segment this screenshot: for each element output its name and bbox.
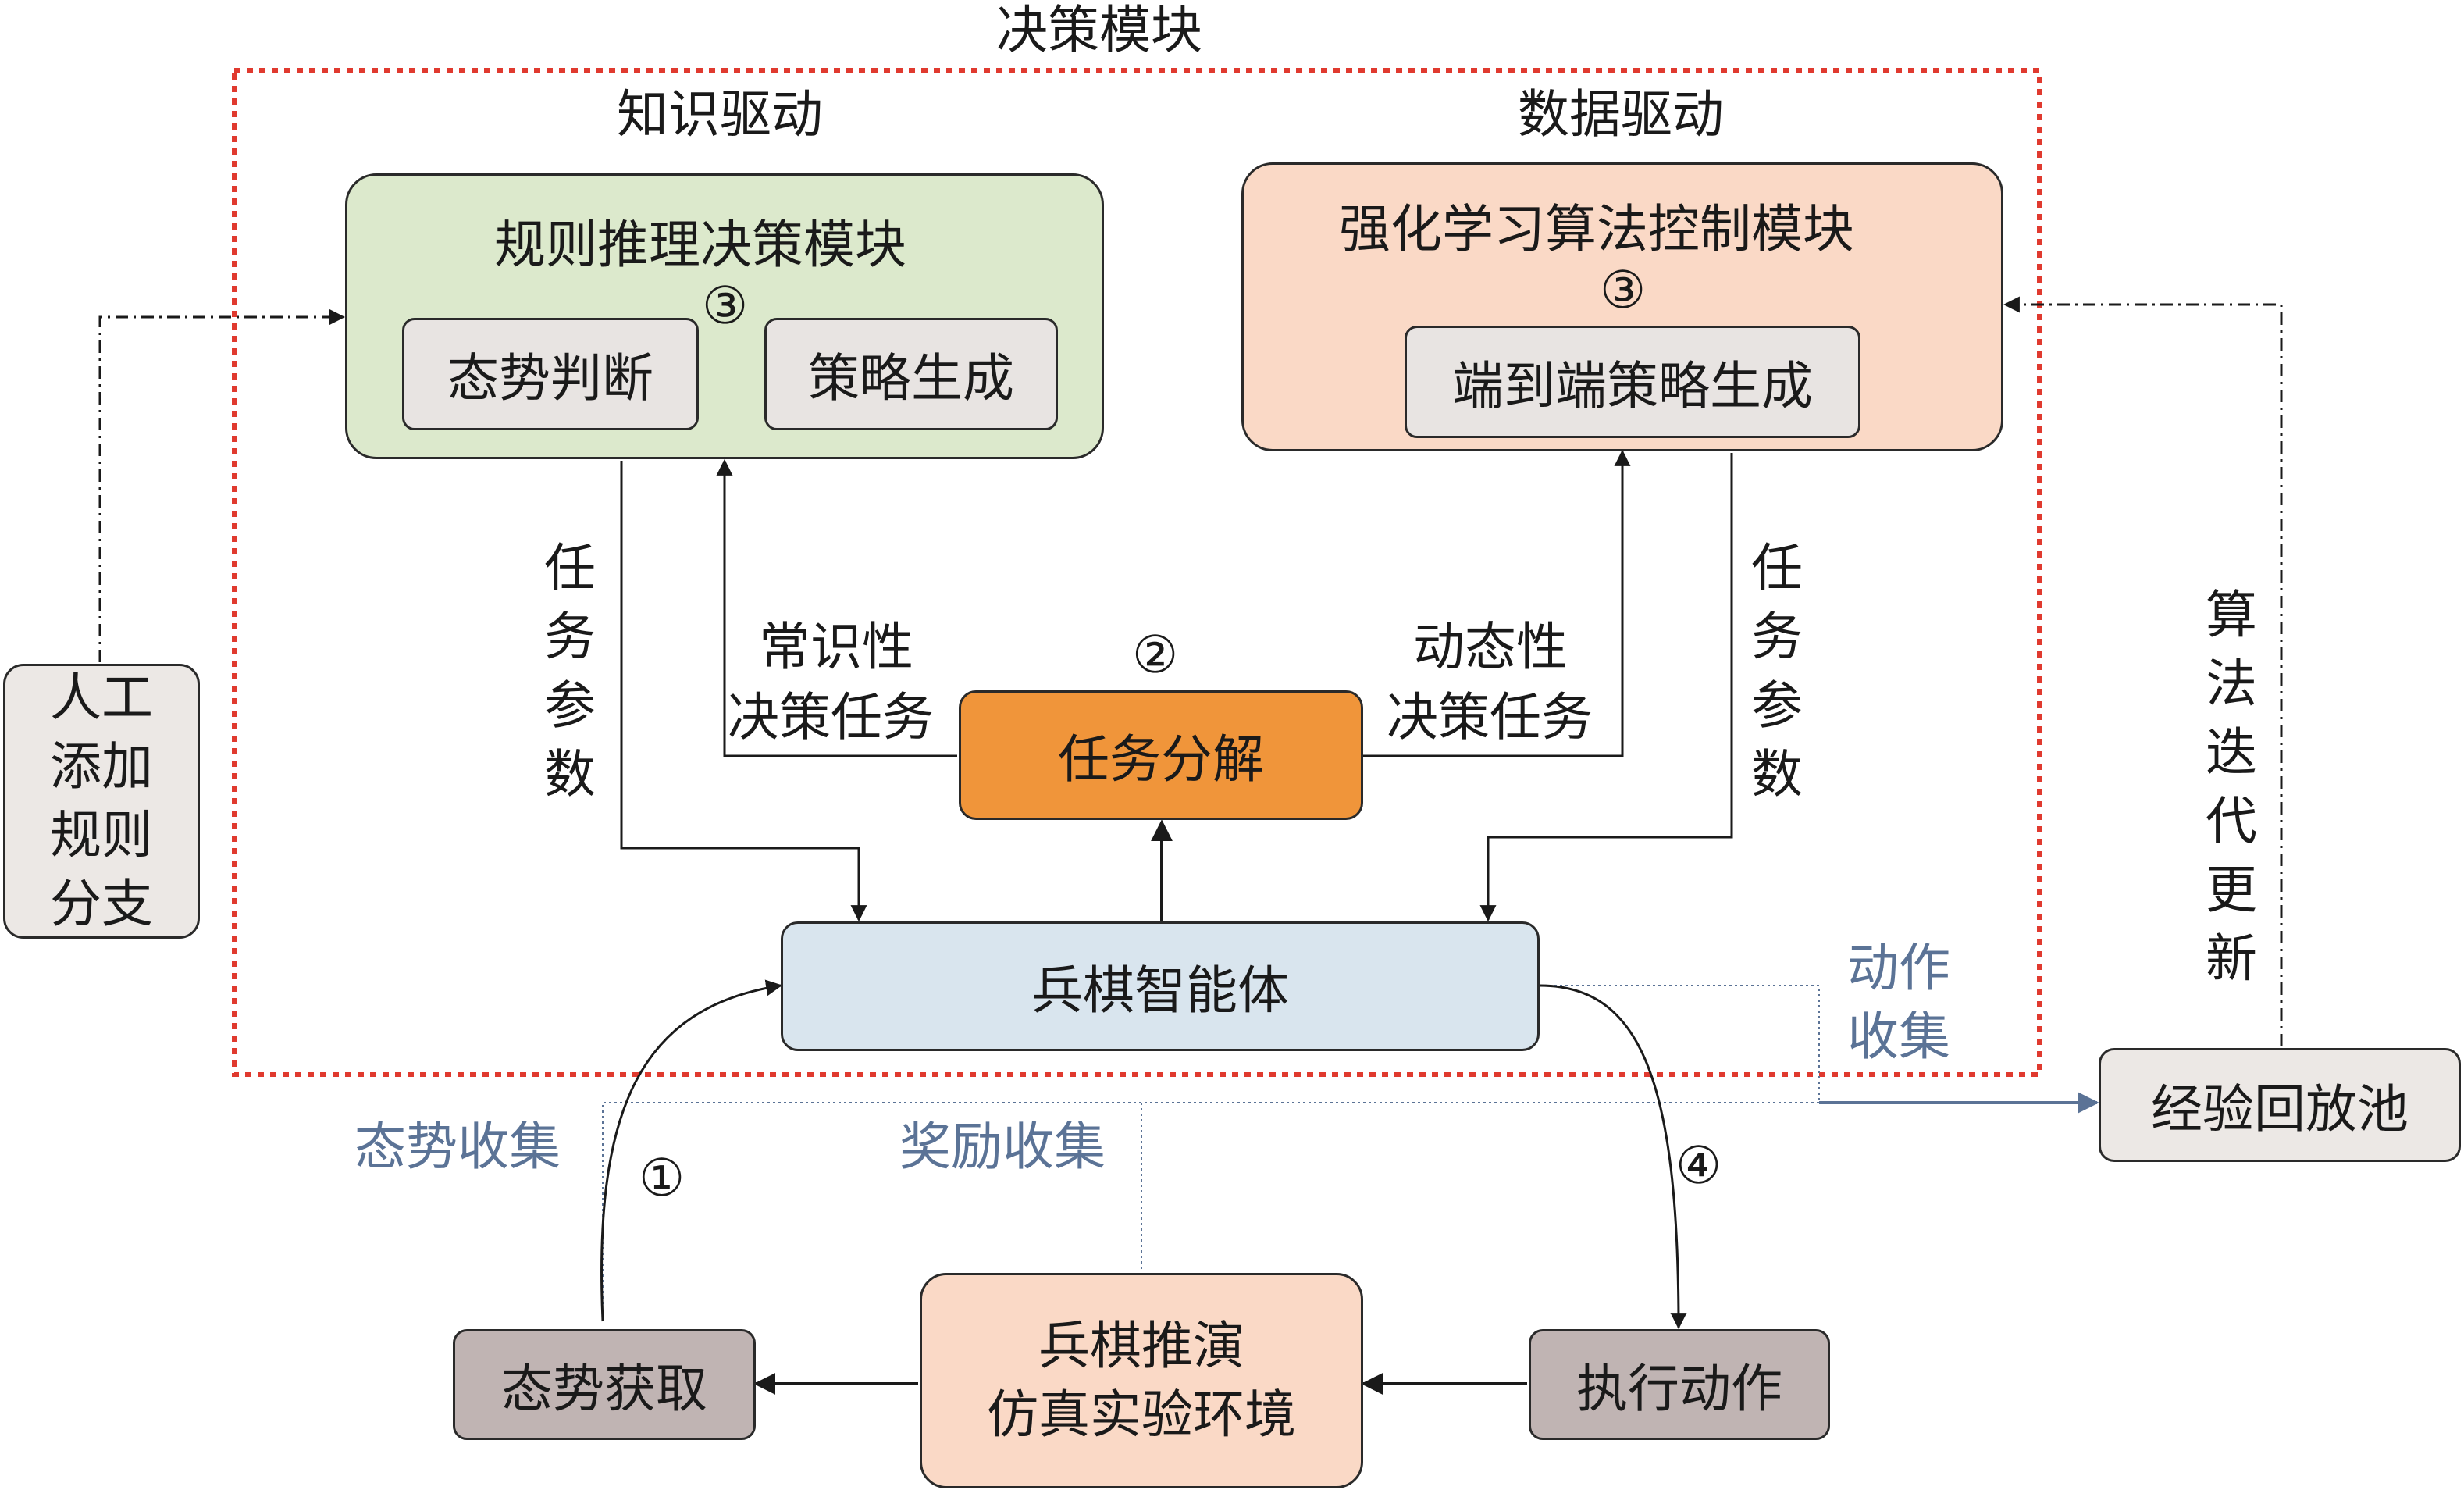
task-decomp-marker: ② bbox=[1132, 625, 1179, 685]
arrow-manual-to-knowledge bbox=[98, 308, 346, 662]
situation-acquisition-box[interactable]: 态势获取 bbox=[453, 1329, 756, 1440]
decision-module-frame bbox=[232, 68, 2042, 1077]
arrow-task-to-knowledge bbox=[716, 458, 957, 757]
wargame-agent-label: 兵棋智能体 bbox=[1031, 961, 1289, 1021]
rl-control-marker: ③ bbox=[1600, 260, 1647, 320]
arrow-agent-to-replay bbox=[1538, 985, 2097, 1103]
data-driven-heading: 数据驱动 bbox=[1518, 84, 1724, 144]
end-to-end-strategy-label: 端到端策略生成 bbox=[1452, 356, 1813, 416]
arrow-knowledge-to-agent bbox=[620, 461, 867, 922]
algorithm-update-label: 算 法 迭 代 更 新 bbox=[2206, 585, 2257, 989]
situation-judgment-box[interactable]: 态势判断 bbox=[402, 318, 699, 430]
replay-pool-label: 经验回放池 bbox=[2151, 1079, 2409, 1139]
rl-control-title: 强化学习算法控制模块 bbox=[1339, 199, 1854, 259]
reward-collect-label: 奖励收集 bbox=[899, 1117, 1106, 1177]
simulation-environment-box[interactable]: 兵棋推演 仿真实验环境 bbox=[920, 1273, 1363, 1488]
situation-acquisition-label: 态势获取 bbox=[501, 1359, 707, 1419]
dynamic-task-line1: 动态性 bbox=[1413, 617, 1568, 677]
dynamic-task-line2: 决策任务 bbox=[1387, 687, 1593, 747]
manual-rule-branch-box[interactable]: 人工 添加 规则 分支 bbox=[3, 664, 200, 939]
rule-reasoning-module[interactable]: 规则推理决策模块 ③ 态势判断 策略生成 bbox=[345, 173, 1104, 459]
task-decomposition-box[interactable]: 任务分解 bbox=[959, 690, 1363, 820]
arrow-data-to-agent bbox=[1479, 453, 1733, 922]
knowledge-driven-heading: 知识驱动 bbox=[617, 84, 823, 144]
task-params-left-label: 任 务 参 数 bbox=[544, 538, 596, 804]
arrow-situation-to-agent bbox=[600, 979, 783, 1322]
strategy-generation-label: 策略生成 bbox=[808, 348, 1014, 408]
situation-judgment-label: 态势判断 bbox=[447, 348, 653, 408]
task-params-right-label: 任 务 参 数 bbox=[1751, 538, 1803, 804]
wargame-agent-box[interactable]: 兵棋智能体 bbox=[781, 921, 1540, 1051]
end-to-end-strategy-box[interactable]: 端到端策略生成 bbox=[1405, 326, 1860, 438]
arrow-replay-to-data bbox=[2003, 296, 2283, 1046]
strategy-generation-box[interactable]: 策略生成 bbox=[764, 318, 1058, 430]
rl-control-module[interactable]: 强化学习算法控制模块 ③ 端到端策略生成 bbox=[1241, 162, 2003, 451]
execute-action-label: 执行动作 bbox=[1576, 1359, 1782, 1419]
arrow-agent-to-execute bbox=[1539, 984, 1687, 1330]
rule-reasoning-marker: ③ bbox=[702, 276, 749, 336]
arrow-task-to-data bbox=[1363, 449, 1631, 757]
marker-4: ④ bbox=[1675, 1135, 1722, 1196]
rule-reasoning-title: 规则推理决策模块 bbox=[494, 215, 906, 275]
situation-collect-label: 态势收集 bbox=[354, 1117, 561, 1177]
manual-rule-branch-label: 人工 添加 规则 分支 bbox=[50, 668, 153, 934]
common-sense-task-line2: 决策任务 bbox=[728, 687, 934, 747]
action-collect-label: 动作 收集 bbox=[1847, 938, 1950, 1067]
replay-pool-box[interactable]: 经验回放池 bbox=[2099, 1048, 2461, 1162]
common-sense-task-line1: 常识性 bbox=[759, 617, 913, 677]
execute-action-box[interactable]: 执行动作 bbox=[1529, 1329, 1830, 1440]
decision-module-title: 决策模块 bbox=[996, 0, 1202, 60]
simulation-environment-label: 兵棋推演 仿真实验环境 bbox=[987, 1316, 1296, 1445]
task-decomposition-label: 任务分解 bbox=[1058, 729, 1264, 790]
marker-1: ① bbox=[639, 1148, 685, 1208]
